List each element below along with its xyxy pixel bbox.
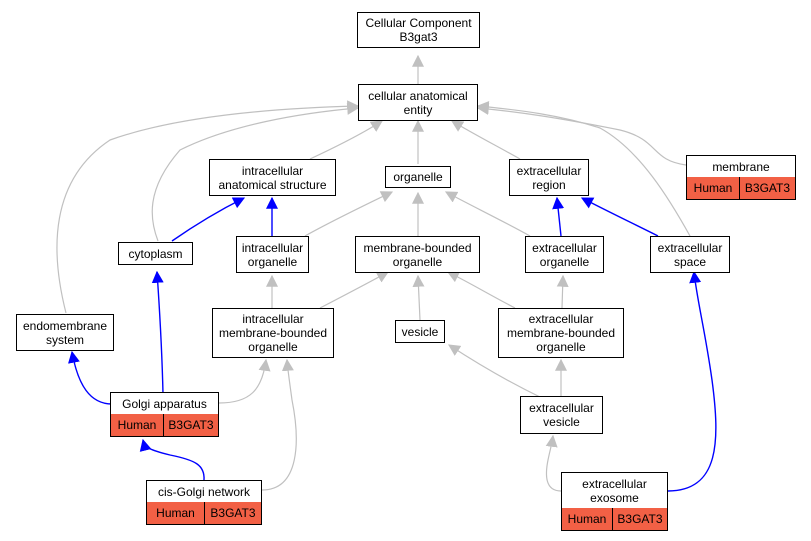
edge-ev-to-vesicle: [447, 344, 541, 398]
edge-endomembrane-to-cae: [56, 100, 360, 314]
node-intracellular-membrane-bounded-organelle[interactable]: intracellular membrane-bounded organelle: [212, 308, 334, 358]
edge-cytoplasm-to-cae: [151, 102, 360, 242]
node-extracellular-vesicle[interactable]: extracellular vesicle: [520, 396, 603, 434]
edge-eo-partof-er: [552, 196, 565, 237]
node-cis-golgi-network[interactable]: cis-Golgi network: [146, 480, 262, 503]
edge-cisgolgi-to-imbo: [261, 358, 297, 491]
edge-golgi-partof-cytoplasm: [151, 270, 164, 395]
node-cytoplasm[interactable]: cytoplasm: [118, 242, 193, 265]
edge-cytoplasm-partof-ias: [171, 197, 246, 242]
node-extracellular-region[interactable]: extracellular region: [509, 159, 589, 196]
node-cellular-component[interactable]: Cellular Component B3gat3: [357, 12, 480, 48]
edge-exosome-to-ev: [545, 434, 562, 492]
annotation-gene: B3GAT3: [163, 414, 218, 436]
annotation-species: Human: [147, 502, 204, 524]
node-organelle[interactable]: organelle: [385, 166, 451, 188]
membrane-annotation: Human B3GAT3: [686, 177, 796, 200]
extracellular-exosome-annotation: Human B3GAT3: [561, 508, 668, 531]
edge-vesicle-to-mbo: [412, 274, 425, 321]
edge-eo-to-organelle: [444, 191, 531, 237]
node-endomembrane-system[interactable]: endomembrane system: [16, 314, 114, 351]
annotation-species: Human: [562, 508, 612, 530]
edge-embo-to-eo: [556, 274, 569, 309]
node-extracellular-membrane-bounded-organelle[interactable]: extracellular membrane-bounded organelle: [498, 308, 624, 358]
annotation-gene: B3GAT3: [204, 502, 261, 524]
annotation-gene: B3GAT3: [739, 177, 795, 199]
node-cellular-anatomical-entity[interactable]: cellular anatomical entity: [358, 84, 478, 121]
cis-golgi-network-annotation: Human B3GAT3: [146, 502, 262, 525]
node-extracellular-exosome[interactable]: extracellular exosome: [561, 472, 668, 509]
node-membrane-bounded-organelle[interactable]: membrane-bounded organelle: [355, 236, 480, 273]
annotation-species: Human: [111, 414, 163, 436]
node-extracellular-organelle[interactable]: extracellular organelle: [525, 236, 604, 273]
golgi-apparatus-annotation: Human B3GAT3: [110, 414, 219, 437]
edge-cisgolgi-partof-golgi: [139, 438, 205, 481]
edge-golgi-partof-endomembrane: [68, 350, 113, 405]
node-golgi-apparatus[interactable]: Golgi apparatus: [110, 392, 219, 415]
node-membrane[interactable]: membrane: [686, 155, 796, 178]
edge-er-to-cae: [450, 120, 521, 160]
edge-embo-to-mbo: [446, 271, 516, 309]
annotation-gene: B3GAT3: [612, 508, 667, 530]
node-intracellular-anatomical-structure[interactable]: intracellular anatomical structure: [209, 159, 336, 196]
annotation-species: Human: [687, 177, 739, 199]
edge-membrane-to-cae: [476, 103, 687, 166]
edge-imbo-to-mbo: [319, 271, 390, 309]
edge-extspace-to-cae: [476, 101, 691, 237]
edge-ias-to-cae: [309, 120, 384, 160]
edge-exosome-partof-extspace: [667, 270, 717, 492]
node-vesicle[interactable]: vesicle: [395, 320, 445, 343]
node-extracellular-space[interactable]: extracellular space: [650, 236, 730, 273]
edge-extspace-partof-er: [580, 197, 659, 237]
node-intracellular-organelle[interactable]: intracellular organelle: [236, 236, 309, 273]
edge-golgi-to-imbo: [218, 358, 271, 404]
edge-io-to-organelle: [304, 191, 394, 237]
